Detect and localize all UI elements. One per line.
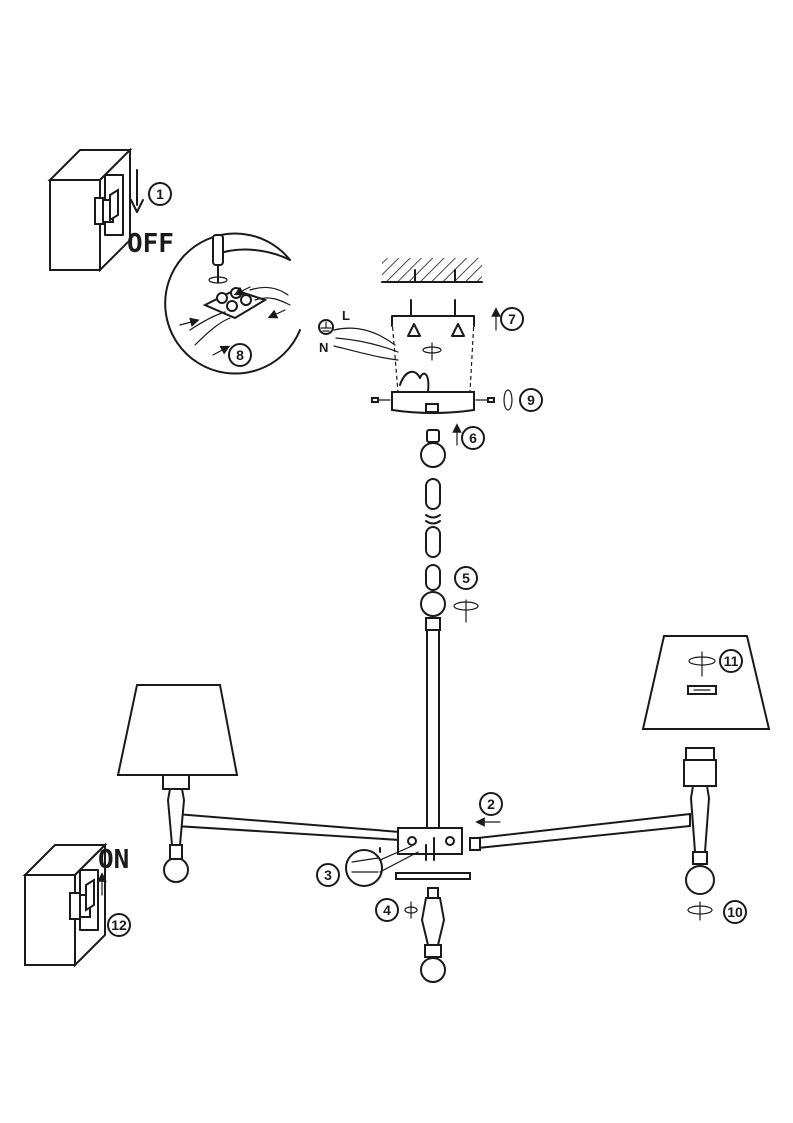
arm-left bbox=[175, 812, 401, 842]
svg-text:10: 10 bbox=[727, 904, 743, 920]
step-10-badge: 10 bbox=[687, 900, 747, 924]
step-8-badge: 8 bbox=[228, 343, 252, 367]
mounting-bracket bbox=[391, 299, 475, 361]
svg-text:4: 4 bbox=[383, 902, 391, 918]
off-arrow bbox=[130, 169, 144, 213]
center-column bbox=[426, 629, 440, 834]
hub bbox=[397, 827, 481, 861]
step-5-badge: 5 bbox=[453, 566, 479, 623]
step-9-badge: 9 bbox=[503, 388, 543, 412]
svg-text:2: 2 bbox=[487, 796, 495, 812]
wire-label-neutral: N bbox=[319, 340, 328, 355]
step-1-badge: 1 bbox=[148, 182, 172, 206]
ceiling bbox=[381, 258, 483, 283]
terminal-block-detail bbox=[164, 232, 301, 375]
svg-text:7: 7 bbox=[508, 311, 516, 327]
wire-label-live: L bbox=[342, 308, 350, 323]
svg-text:1: 1 bbox=[156, 186, 164, 202]
lamp-center bbox=[420, 887, 446, 983]
svg-text:12: 12 bbox=[111, 917, 127, 933]
wall-switch-on bbox=[22, 842, 108, 968]
supply-wires bbox=[333, 327, 399, 361]
ground-symbol bbox=[318, 319, 334, 335]
canopy bbox=[371, 319, 495, 414]
svg-text:3: 3 bbox=[324, 867, 332, 883]
lamp-right bbox=[683, 747, 717, 895]
step-7-badge: 7 bbox=[491, 307, 524, 331]
svg-text:5: 5 bbox=[462, 570, 470, 586]
off-label: OFF bbox=[127, 229, 174, 259]
lamp-right-shade bbox=[641, 635, 771, 730]
on-label: ON bbox=[98, 845, 129, 875]
step-12-badge: 12 bbox=[107, 913, 131, 937]
arm-right bbox=[477, 812, 691, 850]
step-3-badge: 3 bbox=[316, 863, 340, 887]
step-11-badge: 11 bbox=[688, 649, 743, 677]
svg-text:8: 8 bbox=[236, 347, 244, 363]
step-2-badge: 2 bbox=[475, 792, 503, 827]
lamp-left bbox=[116, 684, 239, 883]
wall-switch-off bbox=[47, 147, 133, 273]
svg-text:6: 6 bbox=[469, 430, 477, 446]
step-4-badge: 4 bbox=[375, 898, 418, 922]
wire-connectors bbox=[345, 845, 419, 887]
bottom-plate bbox=[395, 872, 471, 880]
svg-text:11: 11 bbox=[724, 653, 739, 669]
step-6-badge: 6 bbox=[452, 423, 485, 450]
svg-text:9: 9 bbox=[527, 392, 535, 408]
hanging-chain bbox=[420, 429, 446, 631]
